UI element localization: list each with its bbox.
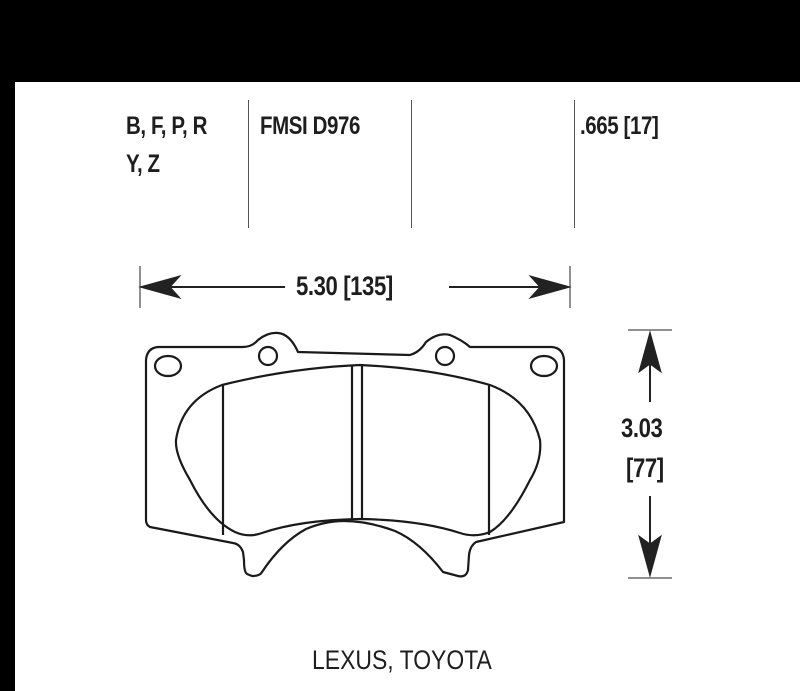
- width-dimension-label: 5.30 [135]: [296, 271, 393, 301]
- height-dimension-arrow: [628, 329, 672, 579]
- mounting-hole-left: [153, 354, 183, 378]
- backing-plate-outline: [144, 331, 566, 578]
- mounting-hole-right: [529, 354, 559, 378]
- vehicle-applications: LEXUS, TOYOTA: [312, 645, 492, 675]
- fmsi-number: FMSI D976: [260, 112, 360, 140]
- compound-codes-line1: B, F, P, R: [126, 112, 207, 140]
- mounting-hole-center-left: [257, 345, 279, 367]
- left-black-border: [0, 0, 15, 691]
- mounting-hole-center-right: [434, 345, 456, 367]
- friction-material-outline: [174, 363, 542, 537]
- column-divider: [574, 100, 575, 228]
- width-dimension-arrow: [138, 266, 572, 308]
- column-divider: [248, 100, 249, 228]
- top-black-band: [0, 0, 800, 82]
- height-dimension-metric: [77]: [626, 453, 664, 483]
- column-divider: [411, 100, 412, 228]
- pad-thickness: .665 [17]: [580, 112, 659, 140]
- compound-codes-line2: Y, Z: [126, 150, 160, 178]
- height-dimension-label: 3.03: [621, 413, 663, 443]
